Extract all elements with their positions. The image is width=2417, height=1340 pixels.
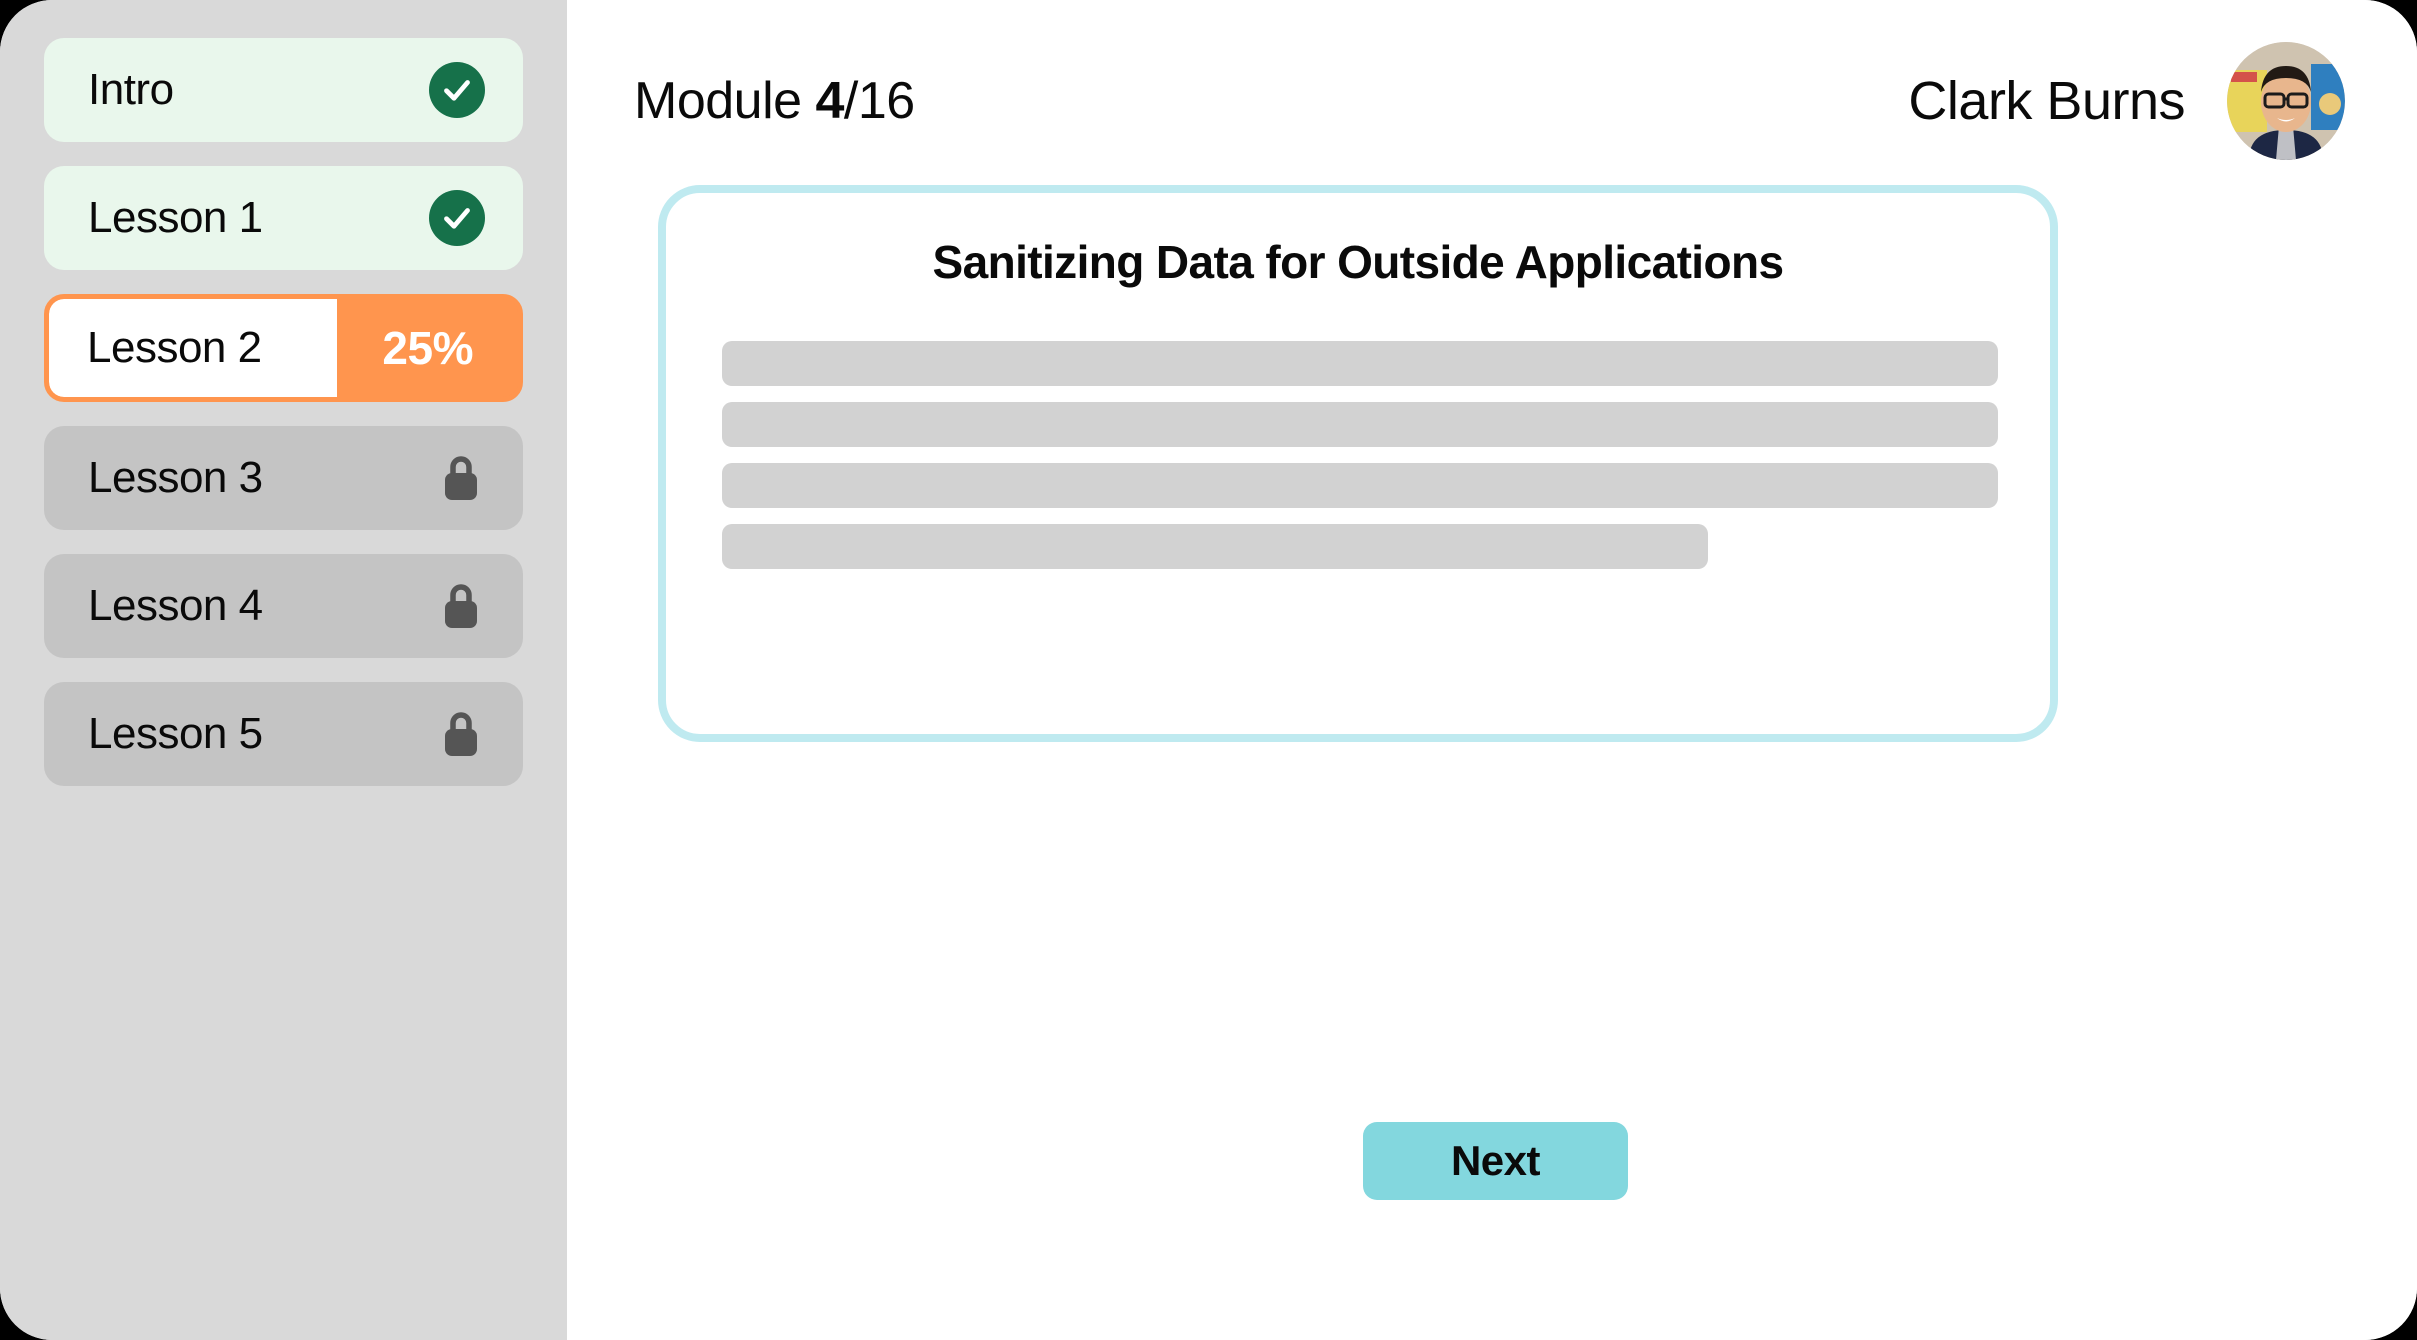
lock-icon: [437, 578, 485, 634]
sidebar-item-lesson-4[interactable]: Lesson 4: [44, 554, 523, 658]
module-separator: /: [843, 72, 858, 130]
check-circle-icon: [429, 190, 485, 246]
lock-icon: [437, 706, 485, 762]
page-header: Module 4/16 Clark Burns: [634, 28, 2345, 174]
check-circle-icon: [429, 62, 485, 118]
module-total: 16: [857, 72, 915, 130]
sidebar-item-label: Lesson 4: [88, 581, 263, 630]
skeleton-bar: [722, 341, 1998, 386]
lesson-sidebar: Intro Lesson 1 Lesson 2 25%: [0, 0, 567, 1340]
sidebar-item-label: Lesson 2: [87, 323, 262, 372]
skeleton-bar: [722, 463, 1998, 508]
page-title: Sanitizing Data for Outside Applications: [932, 236, 1785, 288]
sidebar-item-label-wrap: Lesson 2: [49, 299, 338, 397]
sidebar-item-lesson-3[interactable]: Lesson 3: [44, 426, 523, 530]
user-block[interactable]: Clark Burns: [1908, 42, 2345, 160]
progress-value: 25%: [382, 322, 473, 374]
content-placeholder-list: [666, 341, 2050, 569]
module-prefix: Module: [634, 72, 816, 130]
progress-badge: 25%: [337, 299, 518, 397]
sidebar-item-lesson-1[interactable]: Lesson 1: [44, 166, 523, 270]
main-content: Module 4/16 Clark Burns: [567, 0, 2417, 1340]
next-button-label: Next: [1450, 1137, 1541, 1184]
skeleton-bar: [722, 524, 1709, 569]
sidebar-item-label: Lesson 5: [88, 709, 263, 758]
avatar[interactable]: [2227, 42, 2345, 160]
sidebar-item-label: Lesson 3: [88, 453, 263, 502]
module-current: 4: [815, 72, 845, 130]
sidebar-item-label: Lesson 1: [88, 193, 263, 242]
module-indicator: Module 4/16: [634, 71, 915, 131]
sidebar-item-lesson-5[interactable]: Lesson 5: [44, 682, 523, 786]
skeleton-bar: [722, 402, 1998, 447]
next-button[interactable]: Next: [1363, 1122, 1628, 1200]
user-name: Clark Burns: [1908, 71, 2185, 131]
lesson-content-card: Sanitizing Data for Outside Applications: [658, 185, 2058, 742]
lock-icon: [437, 450, 485, 506]
sidebar-item-lesson-2[interactable]: Lesson 2 25%: [44, 294, 523, 402]
sidebar-item-label: Intro: [88, 65, 174, 114]
sidebar-item-intro[interactable]: Intro: [44, 38, 523, 142]
